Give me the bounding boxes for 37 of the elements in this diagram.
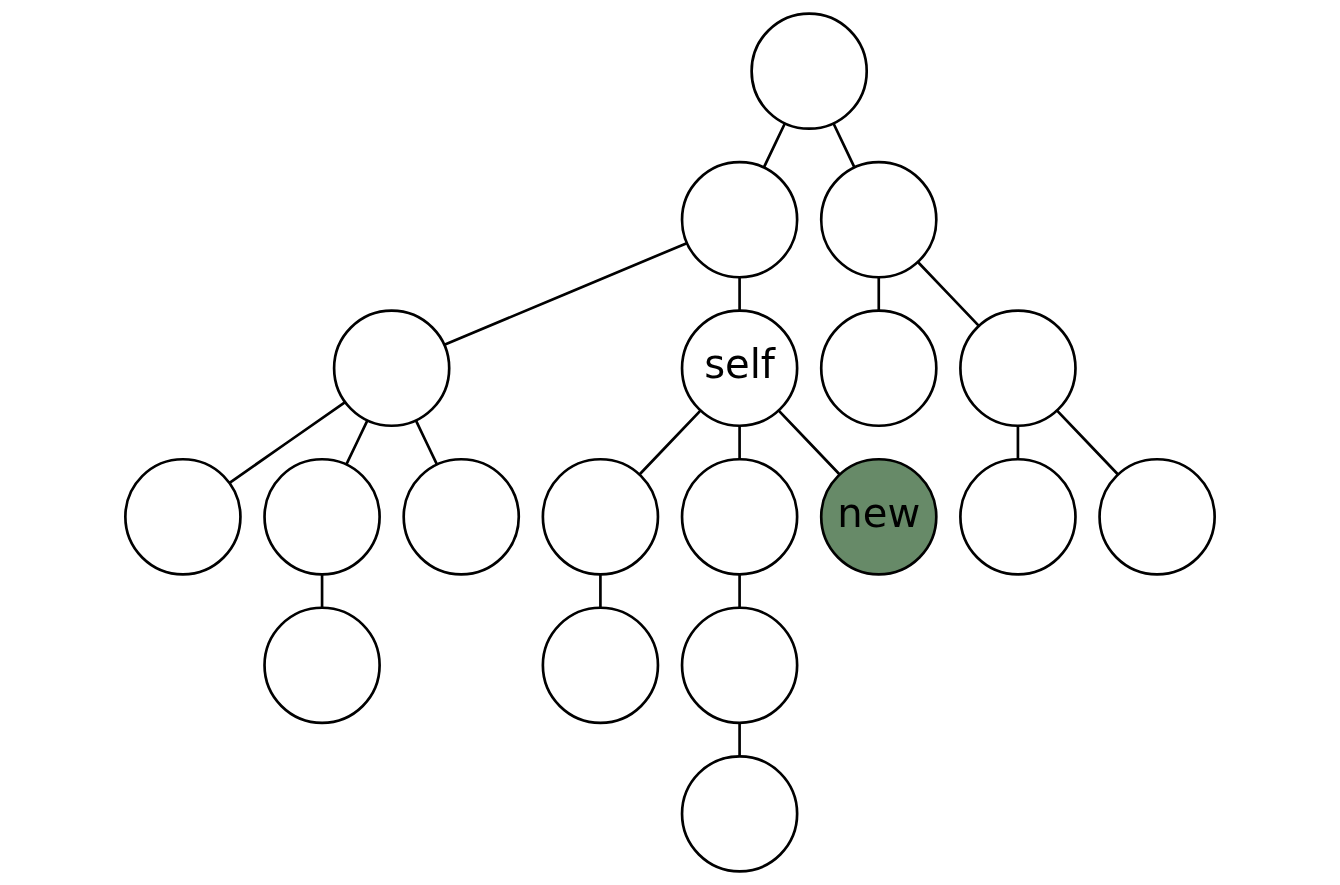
node-circle: [680, 606, 799, 725]
node-circle: [819, 160, 938, 279]
node-circle: [402, 457, 521, 576]
connector: [414, 420, 438, 465]
node-circle: [819, 309, 938, 428]
connector: [738, 277, 741, 311]
connector: [320, 574, 324, 608]
node-circle: [332, 309, 451, 428]
connector: [738, 723, 741, 757]
node-circle: [959, 457, 1077, 576]
node-circle: [959, 309, 1077, 428]
node-circle: [541, 457, 660, 576]
connector: [738, 574, 741, 608]
node-circle: [750, 12, 869, 131]
node-circle: self: [680, 309, 799, 428]
connector: [762, 122, 787, 168]
node-circle: [124, 457, 242, 576]
connector: [1016, 425, 1020, 460]
connector: [228, 401, 346, 484]
node-circle: [680, 160, 799, 279]
connector: [443, 241, 688, 346]
node-circle: [1098, 457, 1216, 576]
node-circle: [680, 754, 799, 873]
connector: [1056, 409, 1119, 476]
connector: [738, 425, 741, 460]
connector: [345, 420, 369, 465]
connector: [916, 261, 980, 327]
node-circle: [263, 606, 381, 725]
connector: [777, 409, 841, 476]
node-circle: [680, 457, 799, 576]
connector: [599, 574, 602, 608]
node-circle: [263, 457, 381, 576]
connector: [877, 277, 881, 311]
connector: [832, 122, 856, 168]
node-circle: new: [819, 457, 938, 576]
node-circle: [541, 606, 660, 725]
connector: [638, 409, 702, 476]
